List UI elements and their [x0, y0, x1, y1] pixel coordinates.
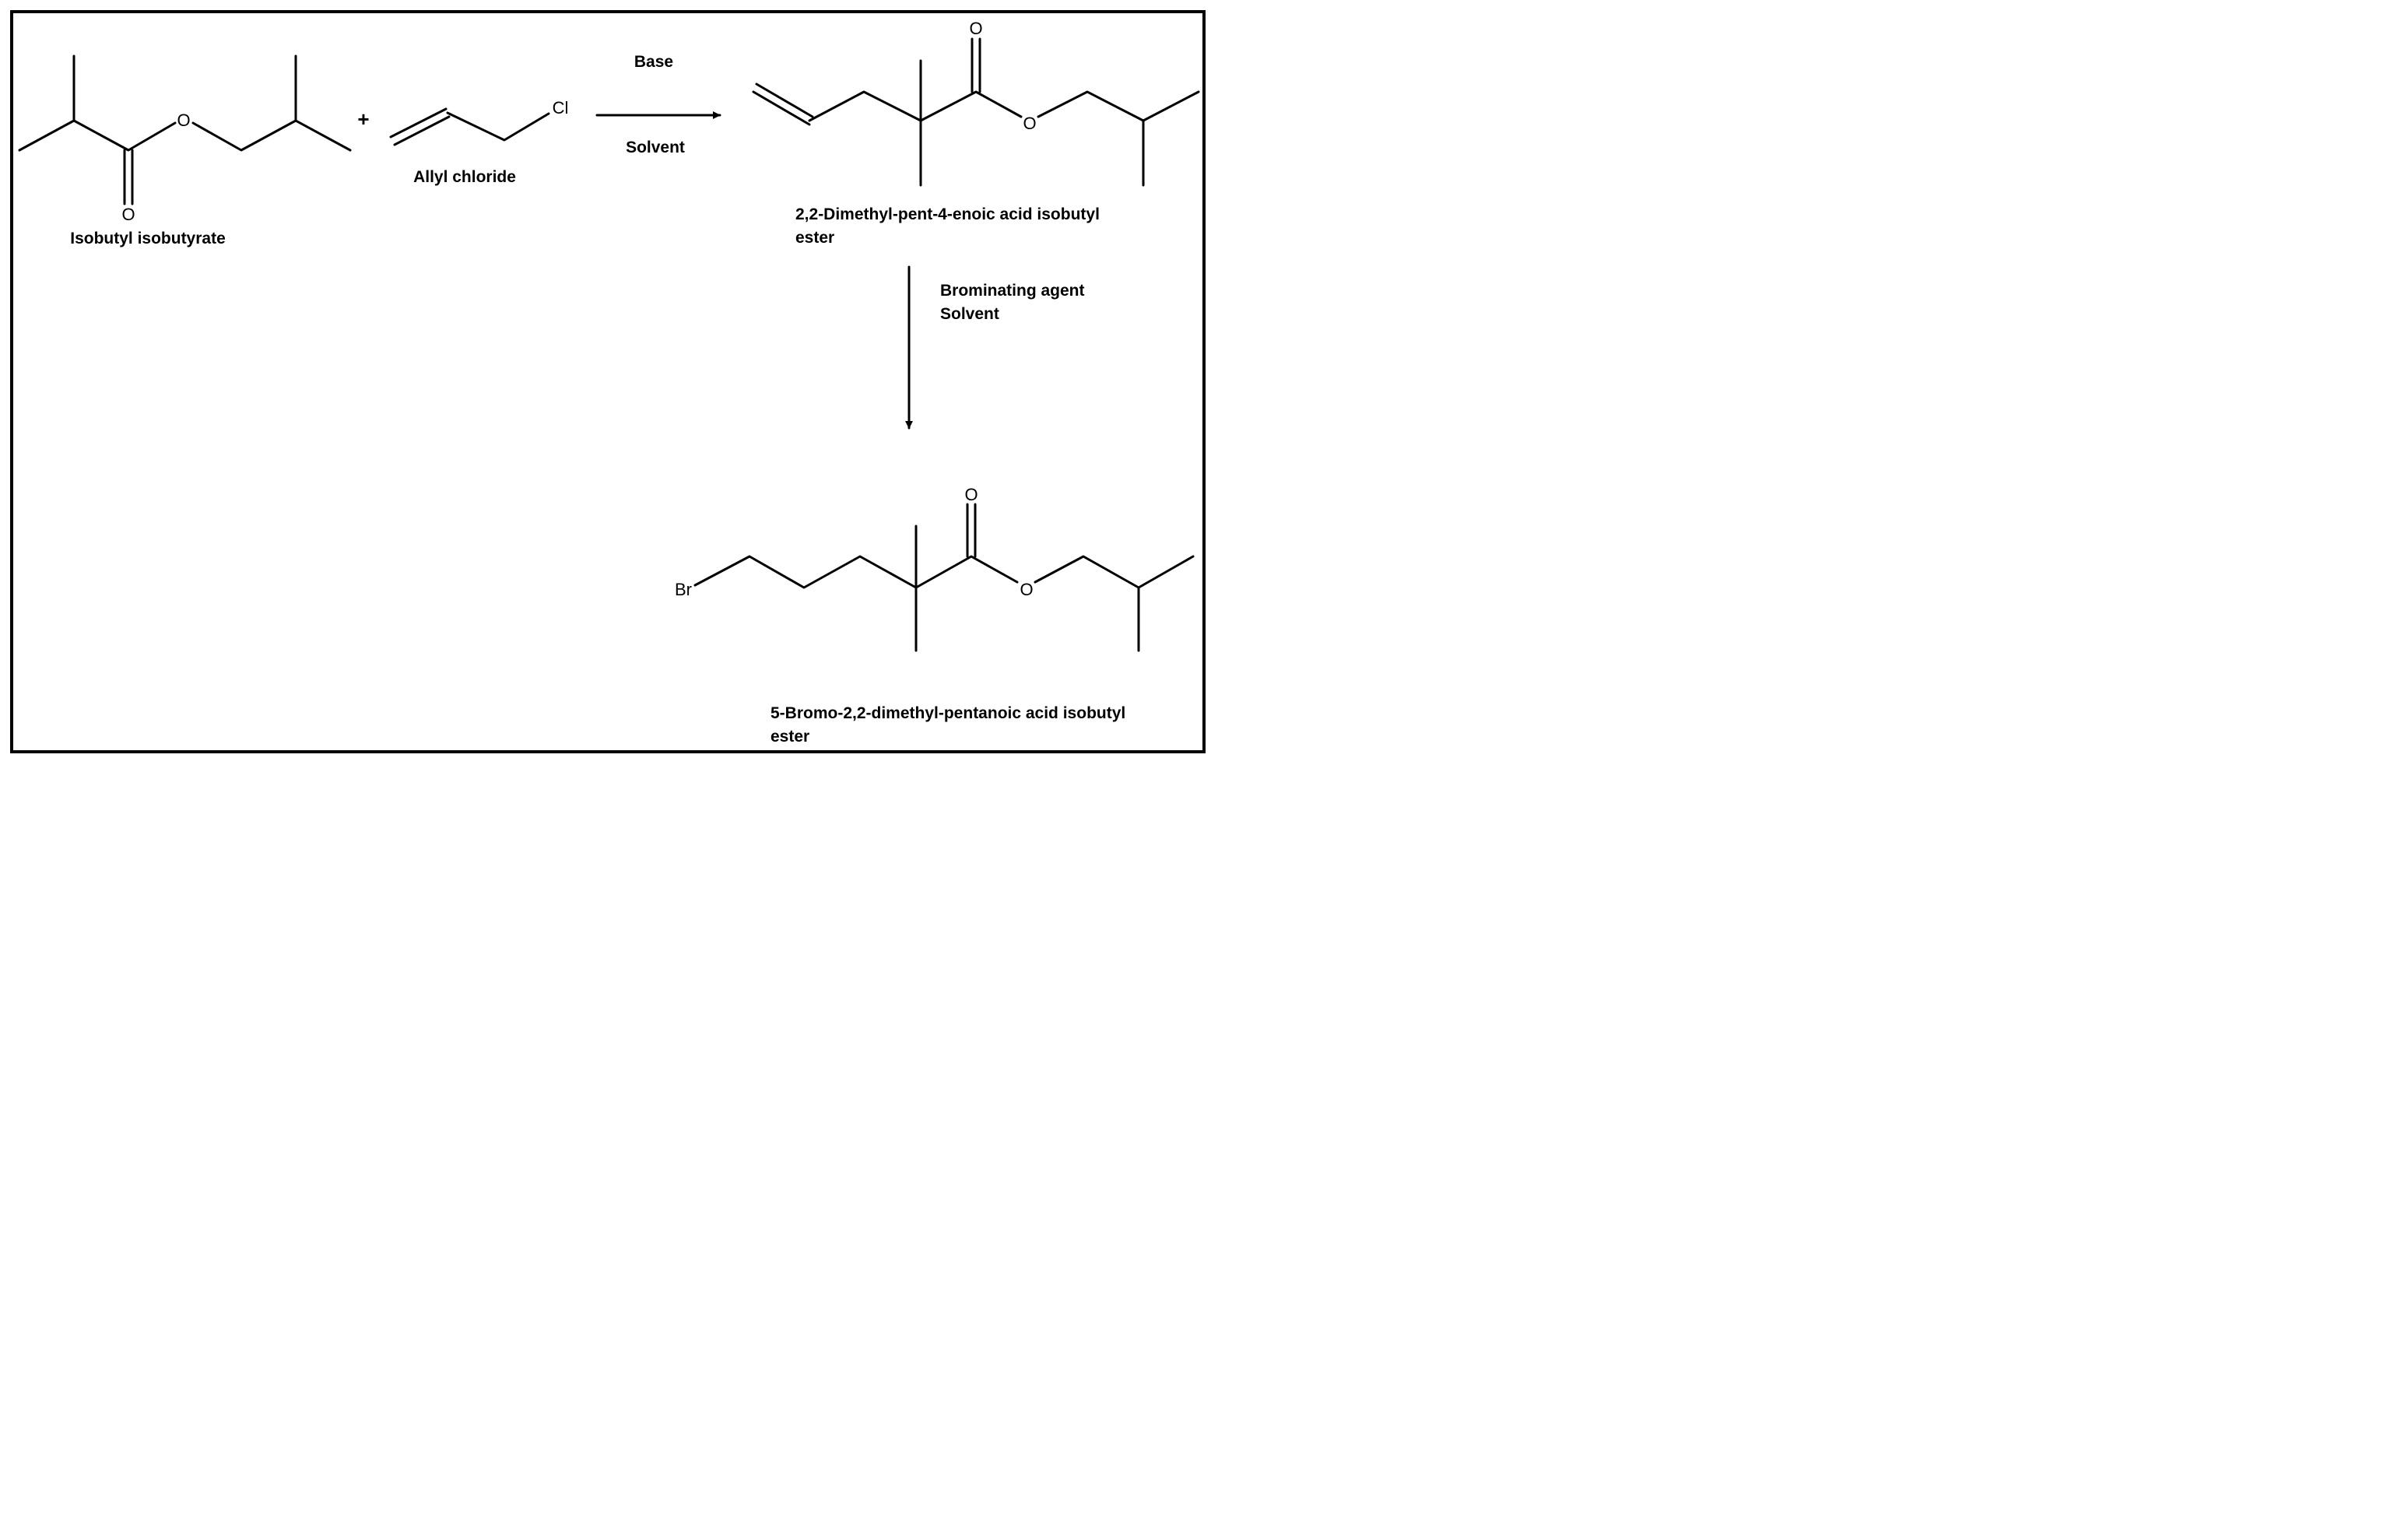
product-2-name-line-1: 5-Bromo-2,2-dimethyl-pentanoic acid isob… [770, 704, 1125, 722]
reactant-2-name: Allyl chloride [413, 168, 516, 186]
carbonyl-oxygen-label: O [121, 205, 135, 224]
scheme-frame [10, 10, 1206, 753]
step-1-solvent: Solvent [626, 139, 685, 156]
pentenoic-ester-structure: O O [752, 19, 1200, 187]
ester-oxygen-label: O [177, 111, 190, 130]
allyl-chloride-structure: Cl [389, 98, 569, 146]
product-1-name-line-2: ester [795, 229, 834, 247]
product-2-name-line-2: ester [770, 728, 809, 746]
step-2-reagent: Brominating agent [940, 282, 1085, 300]
product-1-name-line-1: 2,2-Dimethyl-pent-4-enoic acid isobutyl [795, 205, 1100, 223]
carbonyl-oxygen-label: O [964, 485, 978, 504]
ester-oxygen-label: O [1020, 580, 1033, 599]
chlorine-label: Cl [553, 98, 569, 118]
bromo-pentanoic-ester-structure: Br O O [675, 485, 1195, 652]
isobutyl-isobutyrate-structure: O O [18, 54, 352, 224]
reactant-1-name: Isobutyl isobutyrate [70, 230, 226, 247]
step-1-reagent: Base [634, 53, 673, 71]
bromine-label: Br [675, 580, 692, 599]
plus-sign: + [357, 107, 369, 131]
reaction-scheme: O O Isobutyl isobutyrate + Cl Allyl chlo… [18, 19, 1200, 746]
step-2-solvent: Solvent [940, 305, 999, 323]
ester-oxygen-label: O [1023, 114, 1036, 133]
carbonyl-oxygen-label: O [969, 19, 982, 38]
